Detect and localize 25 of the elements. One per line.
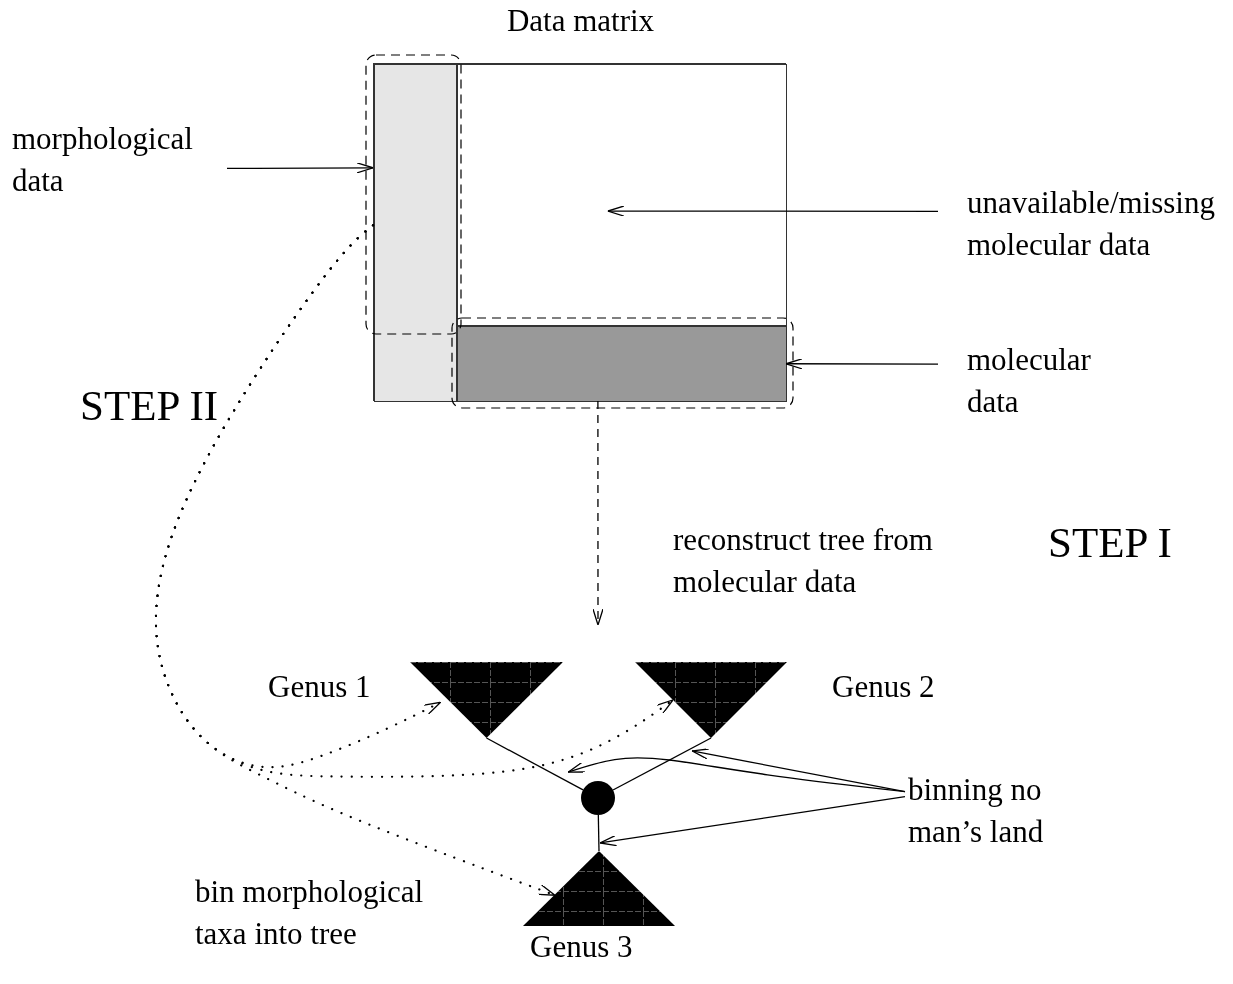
arrow: [785, 358, 939, 370]
dotted-arrow: [154, 224, 556, 897]
empty-matrix-region: [457, 64, 787, 326]
arrow: [567, 757, 906, 793]
tree-branch: [597, 814, 600, 852]
genus-label: Genus 2: [832, 671, 935, 702]
tree-branch: [485, 737, 584, 791]
molecular-data-bar: [457, 326, 787, 402]
dashed-arrow: [592, 400, 604, 626]
root-node-circle: [581, 781, 615, 815]
morphological-data-column: [374, 64, 457, 402]
step-label: STEP II: [80, 384, 219, 427]
annotation-text: unavailable/missing molecular data: [938, 182, 1228, 266]
arrow: [226, 162, 374, 174]
step-label: STEP I: [1048, 521, 1172, 564]
note-text: bin morphological taxa into tree: [195, 873, 425, 953]
annotation-text: molecular data: [938, 339, 1118, 423]
arrow: [599, 796, 906, 847]
annotation-text: binning no man’s land: [905, 769, 1075, 853]
genus-label: Genus 1: [268, 671, 371, 702]
genus-label: Genus 3: [530, 931, 633, 962]
tree-branch: [612, 737, 712, 791]
arrow: [607, 205, 939, 217]
annotation-text: morphological data: [12, 118, 227, 202]
matrix-title: Data matrix: [505, 5, 656, 36]
